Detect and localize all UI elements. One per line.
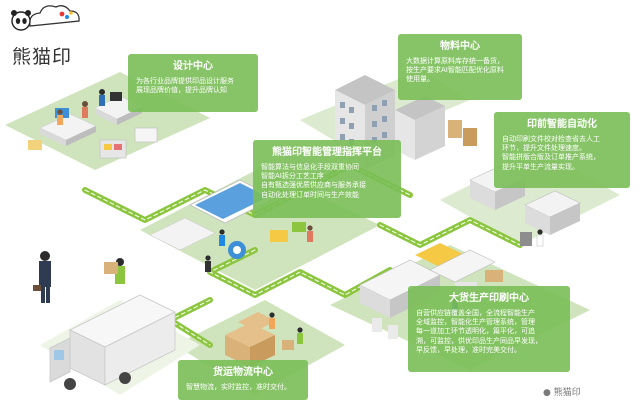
callout-line: 智能AI拆分工艺工序 [261, 171, 324, 180]
platform-callout: 熊猫印智能管理指挥平台 智能算法与信息化手段双重协同 智能AI拆分工艺工序 自有… [253, 140, 401, 218]
material-center-title: 物料中心 [440, 41, 480, 52]
design-center-title: 设计中心 [173, 61, 213, 72]
production-body: 自营供应链覆盖全国，全流程智能生产 全域监控，智能化生产管理系统，管理 每一道加… [416, 309, 562, 356]
design-center-body: 为各行业品牌提供印品设计服务 展现品牌价值，提升品牌认知 [136, 77, 250, 96]
callout-line: 提升平单生产流量实现。 [502, 162, 579, 171]
design-center-callout: 设计中心 为各行业品牌提供印品设计服务 展现品牌价值，提升品牌认知 [128, 54, 258, 112]
production-callout: 大货生产印刷中心 自营供应链覆盖全国，全流程智能生产 全域监控，智能化生产管理系… [408, 286, 570, 372]
logistics-title: 货运物流中心 [213, 367, 273, 378]
callout-line: 自动化处理订单时间与生产效能 [261, 190, 359, 199]
wechat-icon: ● [543, 388, 551, 398]
delivery-truck-icon [49, 294, 176, 390]
watermark: ● 熊猫印 [540, 384, 584, 399]
callout-line: 全域监控，智能化生产管理系统，管理 [416, 317, 535, 326]
callout-line: 使用量。 [406, 75, 434, 84]
callout-line: 智能算法与信息化手段双重协同 [261, 162, 359, 171]
callout-line: 为各行业品牌提供印品设计服务 [136, 76, 234, 85]
watermark-text: 熊猫印 [553, 388, 581, 398]
callout-line: 早反馈，早处理，准时完美交付。 [416, 346, 521, 355]
platform-body: 智能算法与信息化手段双重协同 智能AI拆分工艺工序 自有甄选强优质供应商与服务承… [261, 163, 393, 201]
callout-line: 智慧物流，实时监控，准时交付。 [186, 382, 291, 391]
callout-line: 自动印刷文件校对检查省去人工 [502, 134, 600, 143]
courier-figure [104, 258, 125, 284]
callout-line: 按生产要求AI智能匹配优化原料 [406, 65, 504, 74]
callout-line: 自营供应链覆盖全国，全流程智能生产 [416, 308, 535, 317]
logistics-callout: 货运物流中心 智慧物流，实时监控，准时交付。 [178, 360, 308, 400]
prepress-body: 自动印刷文件校对检查省去人工 环节，提升文件处理速度。 智能拼版合版及订单推产系… [502, 135, 622, 173]
prepress-callout: 印前智能自动化 自动印刷文件校对检查省去人工 环节，提升文件处理速度。 智能拼版… [494, 112, 630, 188]
panda-cloud-icon [11, 5, 80, 31]
logistics-body: 智慧物流，实时监控，准时交付。 [186, 383, 300, 392]
logistics-scene [225, 312, 303, 367]
prepress-title: 印前智能自动化 [527, 119, 597, 130]
callout-line: 每一道加工环节透明化，篇平化，可追 [416, 327, 535, 336]
callout-line: 环节，提升文件处理速度。 [502, 143, 586, 152]
brand-name: 熊猫印 [12, 46, 73, 68]
production-title: 大货生产印刷中心 [449, 293, 529, 304]
businessman-figure [33, 251, 51, 303]
callout-line: 展现品牌价值，提升品牌认知 [136, 85, 227, 94]
callout-line: 自有甄选强优质供应商与服务承接 [261, 181, 366, 190]
material-center-body: 大数据计算原料库存统一备货， 按生产要求AI智能匹配优化原料 使用量。 [406, 57, 514, 85]
platform-title: 熊猫印智能管理指挥平台 [272, 147, 382, 158]
callout-line: 溯，可监控，供优印品生产同品早发现， [416, 336, 542, 345]
callout-line: 智能拼版合版及订单推产系统， [502, 153, 600, 162]
material-center-callout: 物料中心 大数据计算原料库存统一备货， 按生产要求AI智能匹配优化原料 使用量。 [398, 34, 522, 100]
callout-line: 大数据计算原料库存统一备货， [406, 56, 504, 65]
